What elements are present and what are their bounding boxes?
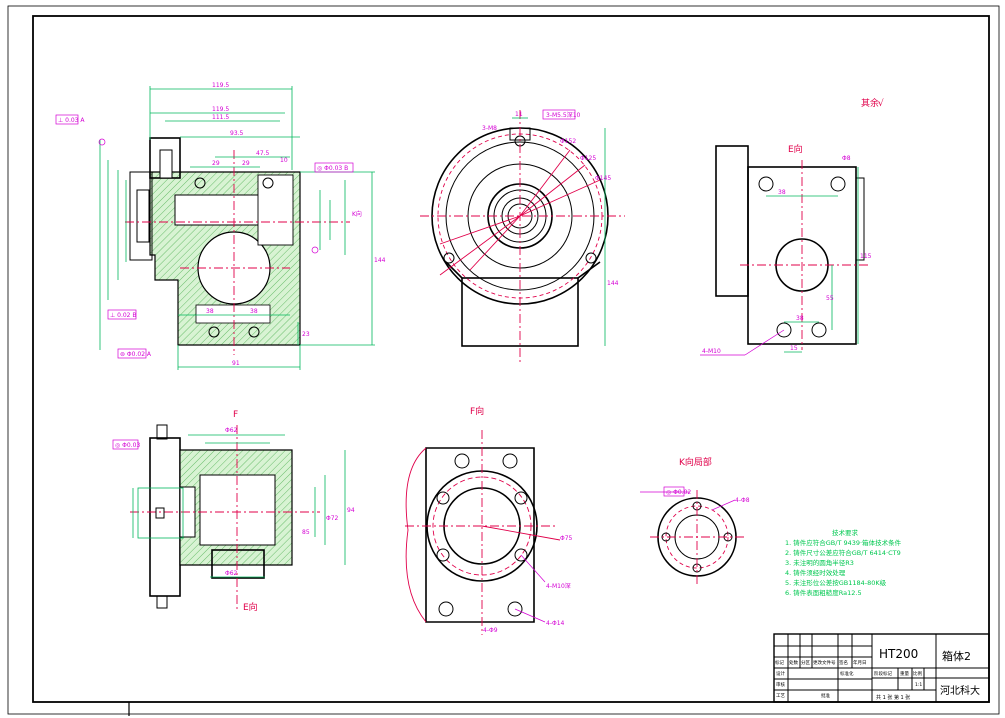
dim-38a: 38: [206, 308, 214, 315]
role-design: 设计: [776, 670, 785, 677]
tech-item-4: 4. 铸件须经时效处理: [785, 568, 846, 577]
main-section-view: ⊥ 0.03 A ⊥ 0.02 B ⊚ Φ0.02 A ◎ Φ0.03 B 11…: [55, 82, 386, 370]
f-top-label: F: [233, 410, 238, 420]
hdr-sign: 签名: [839, 659, 848, 666]
hole-3-m5: 3-M5.5深10: [546, 111, 581, 119]
hdr-zone: 分区: [801, 659, 810, 666]
dim-47-5: 47.5: [256, 150, 270, 157]
svg-text:√: √: [878, 98, 884, 109]
hdr-date: 年月日: [853, 659, 867, 666]
dim-125: Φ125: [580, 155, 596, 162]
title-block: HT200 箱体2 河北科大 共 1 张 第 1 张 标记 处数 分区 更改文件…: [773, 633, 990, 703]
dim-38b: 38: [250, 308, 258, 315]
dim-119-5b: 119.5: [212, 106, 229, 113]
tech-item-6: 6. 铸件表面粗糙度Ra12.5: [785, 588, 862, 597]
dim-62: Φ62: [225, 427, 238, 434]
e-bottom-label: E向: [243, 601, 258, 613]
dim-55: 55: [826, 295, 834, 302]
svg-text:⊥ 0.02 B: ⊥ 0.02 B: [110, 312, 137, 319]
dim-38c: 38: [778, 189, 786, 196]
part-name: 箱体2: [942, 649, 971, 663]
hdr-count: 处数: [789, 659, 798, 666]
svg-text:⊥ 0.03 A: ⊥ 0.03 A: [58, 117, 85, 124]
dim-93-5: 93.5: [230, 130, 244, 137]
dim-152: Φ152: [560, 138, 576, 145]
hole-4-m10: 4-M10: [702, 348, 721, 355]
dim-144a: 144: [374, 257, 386, 264]
dim-94: 94: [347, 507, 355, 514]
svg-text:4-M10深: 4-M10深: [546, 582, 571, 590]
dim-29b: 29: [242, 160, 250, 167]
school-name: 河北科大: [940, 684, 980, 697]
f-direction-view: F向 Φ75 4-M10深 4-Φ14 4-Φ9: [405, 405, 573, 635]
weight-label: 重量: [900, 670, 909, 677]
svg-text:◎ Φ0.03 B: ◎ Φ0.03 B: [317, 165, 348, 172]
tech-item-2: 2. 铸件尺寸公差应符合GB/T 6414·CT9: [785, 548, 901, 557]
lower-left-section: ◎ Φ0.03 F E向 94 Φ62 Φ62 Φ72 85: [112, 410, 355, 613]
k-arrow-label: K向: [352, 210, 362, 218]
dim-11: 11: [515, 111, 523, 118]
dim-91: 91: [232, 360, 240, 367]
scale-label: 比例: [913, 670, 922, 677]
dim-10: 10: [280, 157, 288, 164]
tech-item-5: 5. 未注形位公差按GB1184-80K级: [785, 578, 887, 587]
dim-144b: 144: [607, 280, 619, 287]
dim-4-14: 4-Φ14: [546, 620, 565, 627]
sheet-count: 共 1 张 第 1 张: [876, 694, 910, 701]
dim-15: 15: [790, 345, 798, 352]
scale-value: 1:1: [915, 682, 922, 688]
svg-text:◎ Φ0.03: ◎ Φ0.03: [115, 442, 140, 449]
front-circular-view: 11 3-M5.5深10 3-M8 Φ152 Φ125 Φ145 144: [420, 109, 625, 365]
dim-85: 85: [302, 529, 310, 536]
stage-label: 阶段标记: [874, 670, 892, 677]
role-review: 审核: [776, 681, 785, 688]
tech-item-1: 1. 铸件应符合GB/T 9439·箱体技术条件: [785, 538, 902, 547]
role-approve: 批准: [821, 692, 830, 699]
k-hole: 4-Φ8: [735, 497, 750, 504]
roughness-label: 其余: [861, 97, 879, 109]
role-process: 工艺: [776, 693, 785, 699]
tech-requirements: 技术要求 1. 铸件应符合GB/T 9439·箱体技术条件 2. 铸件尺寸公差应…: [785, 528, 902, 597]
hole-3-m8: 3-M8: [482, 125, 497, 132]
dim-115: 115: [860, 253, 872, 260]
e-direction-view: E向 38 55 15 38 115 4-M10 Φ8 其余 √: [700, 97, 884, 356]
outer-frame: [7, 5, 1000, 715]
dim-75: Φ75: [560, 535, 573, 542]
e-view-label: E向: [788, 143, 803, 155]
dim-72: Φ72: [326, 515, 339, 522]
dim-23: 23: [302, 331, 310, 338]
hdr-mark: 标记: [775, 659, 784, 666]
k-view-label: K向局部: [679, 456, 712, 468]
dim-111-5: 111.5: [212, 114, 229, 121]
dim-29a: 29: [212, 160, 220, 167]
dim-38d: 38: [796, 315, 804, 322]
k-partial-view: K向局部 ◎ Φ0.02 4-Φ8: [640, 456, 750, 585]
svg-text:4-Φ9: 4-Φ9: [483, 627, 498, 634]
inner-frame: [32, 15, 990, 703]
std-label: 标准化: [840, 670, 854, 677]
dim-62c: Φ62: [225, 570, 238, 577]
tech-heading: 技术要求: [832, 528, 859, 537]
f-view-label: F向: [470, 405, 484, 417]
tech-item-3: 3. 未注明的圆角半径R3: [785, 558, 854, 567]
dim-119-5a: 119.5: [212, 82, 229, 89]
svg-text:◎ Φ0.02: ◎ Φ0.02: [666, 489, 691, 496]
svg-text:⊚ Φ0.02 A: ⊚ Φ0.02 A: [120, 351, 152, 358]
material-label: HT200: [879, 647, 918, 661]
svg-text:Φ8: Φ8: [842, 155, 851, 162]
hdr-doc: 更改文件号: [813, 659, 836, 666]
dim-145: Φ145: [595, 175, 611, 182]
